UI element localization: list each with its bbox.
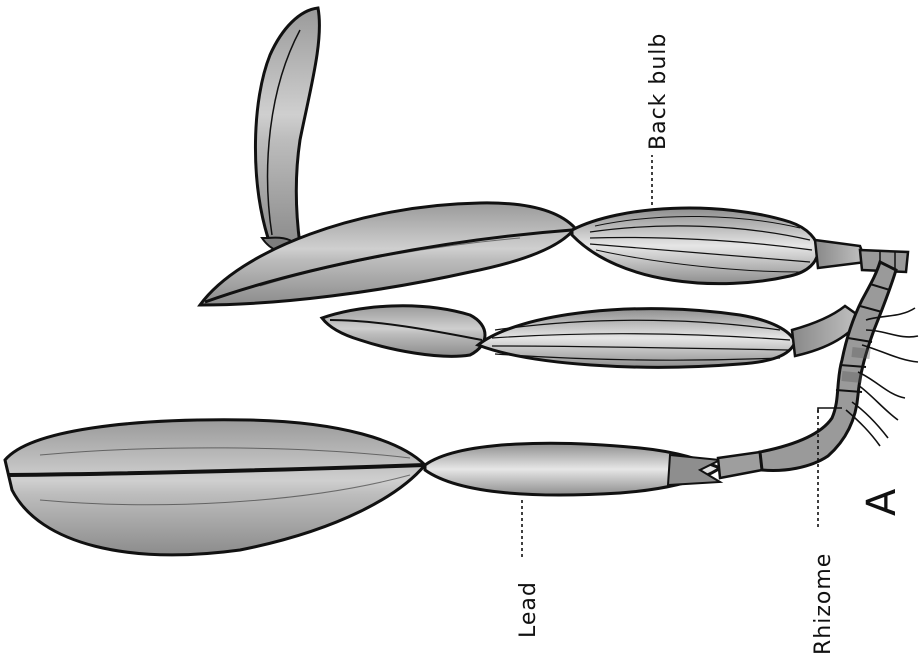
label-lead: Lead (516, 581, 541, 638)
back-leaf-twisted (255, 8, 319, 253)
label-back-bulb: Back bulb (646, 33, 671, 150)
lead-bulb (425, 443, 762, 495)
label-rhizome: Rhizome (811, 553, 836, 655)
back-bulb (572, 208, 908, 284)
lead-leaf (5, 420, 425, 555)
middle-leaf (322, 306, 485, 357)
back-bulb-leaf (200, 203, 575, 305)
panel-letter: A (859, 488, 905, 516)
middle-bulb (478, 306, 862, 367)
